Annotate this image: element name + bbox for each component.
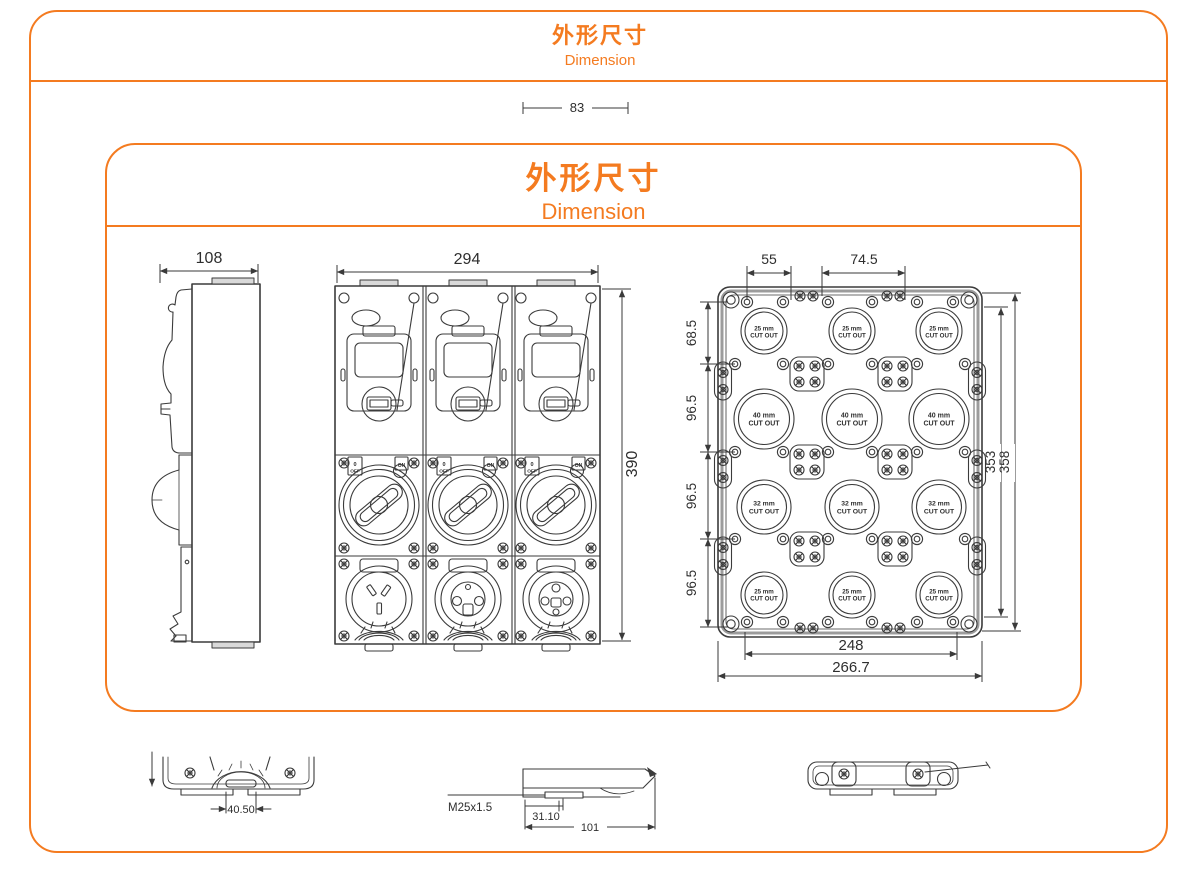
switch-0-label: 0	[442, 462, 445, 468]
dim-40-50-label: 40.50	[227, 804, 255, 816]
dim-248-label: 248	[838, 637, 863, 654]
cutout-label: CUT OUT	[925, 596, 953, 603]
cutout-size-label: 25 mm	[754, 326, 774, 333]
dim-front-width: 294	[336, 251, 599, 283]
panel-divider	[107, 225, 1080, 227]
dim-96-5-label: 96.5	[684, 395, 699, 421]
dim-side-depth: 108	[159, 250, 259, 283]
cutout-size-label: 32 mm	[928, 501, 950, 508]
dim-31-10-label: 31.10	[532, 811, 560, 823]
dimension-panel: 外形尺寸 Dimension	[105, 143, 1082, 712]
cutout-labels: 25 mm CUT OUT 25 mm CUT OUT 25 mm CUT OU…	[748, 326, 955, 603]
dim-108-label: 108	[196, 250, 223, 267]
outer-frame	[29, 10, 1168, 853]
dim-m25-label: M25x1.5	[448, 802, 492, 814]
page-title-en: Dimension	[564, 52, 636, 69]
dim-294-label: 294	[454, 251, 481, 268]
dim-96-5-label: 96.5	[684, 483, 699, 509]
cutout-label: CUT OUT	[925, 333, 953, 340]
dim-358-label: 358	[997, 451, 1012, 474]
dim-front-height: 390	[602, 288, 641, 642]
switch-off-label: OFF	[439, 469, 449, 475]
cutout-size-label: 25 mm	[929, 589, 949, 596]
switch-labels: 0 OFF ON 0 OFF ON 0 OFF ON	[350, 462, 582, 475]
dim-353-label: 353	[983, 451, 998, 474]
cutout-label: CUT OUT	[749, 509, 780, 516]
dim-lid-handle: 40.50	[210, 791, 272, 816]
cutout-label: CUT OUT	[836, 421, 868, 428]
dim-back-bottom: 248 266.7	[717, 632, 983, 682]
cutout-label: CUT OUT	[923, 421, 955, 428]
back-view: 25 mm CUT OUT 25 mm CUT OUT 25 mm CUT OU…	[715, 286, 986, 638]
detail-bottom-center: M25x1.5 31.10 101	[447, 767, 657, 834]
panel-title-en: Dimension	[541, 199, 646, 224]
dim-266-7-label: 266.7	[832, 659, 870, 676]
cutout-size-label: 32 mm	[753, 501, 775, 508]
cutout-label: CUT OUT	[838, 333, 866, 340]
cutout-size-label: 25 mm	[842, 326, 862, 333]
dim-390-label: 390	[624, 451, 641, 478]
switch-off-label: OFF	[527, 469, 537, 475]
cutout-size-label: 25 mm	[754, 589, 774, 596]
dim-back-right: 353 358	[982, 292, 1021, 632]
panel-title-zh: 外形尺寸	[525, 161, 662, 196]
cutout-size-label: 40 mm	[928, 413, 950, 420]
dim-back-left-chain: 68.5 96.5 96.5 96.5	[684, 301, 735, 628]
cutout-size-label: 40 mm	[841, 413, 863, 420]
switch-off-label: OFF	[350, 469, 360, 475]
cutout-label: CUT OUT	[750, 333, 778, 340]
dim-strip-width: 83	[522, 99, 629, 115]
dim-55-label: 55	[761, 251, 777, 267]
switch-on-label: ON	[398, 463, 406, 469]
front-view: 0 OFF ON 0 OFF ON 0 OFF ON	[334, 279, 601, 651]
top-banner: 外形尺寸 Dimension	[0, 18, 1200, 69]
switch-on-label: ON	[575, 463, 583, 469]
detail-bottom-left: 40.50	[148, 751, 315, 816]
switch-on-label: ON	[487, 463, 495, 469]
dim-96-5-label: 96.5	[684, 570, 699, 596]
switch-0-label: 0	[530, 462, 533, 468]
cutout-label: CUT OUT	[750, 596, 778, 603]
detail-bottom-right	[807, 761, 991, 796]
switch-0-label: 0	[353, 462, 356, 468]
dim-74-5-label: 74.5	[850, 251, 877, 267]
cutout-size-label: 25 mm	[929, 326, 949, 333]
socket-flat-pin	[366, 584, 392, 615]
socket-round-3p	[450, 581, 486, 617]
cutout-label: CUT OUT	[748, 421, 780, 428]
dim-gland: M25x1.5 31.10 101	[447, 777, 656, 834]
cutout-label: CUT OUT	[838, 596, 866, 603]
dim-68-5-label: 68.5	[684, 320, 699, 346]
dim-83-label: 83	[570, 100, 584, 115]
top-divider	[29, 80, 1166, 82]
dim-101-label: 101	[581, 822, 599, 834]
panel-banner: 外形尺寸 Dimension	[107, 153, 1080, 225]
cutout-size-label: 25 mm	[842, 589, 862, 596]
socket-round-4p	[538, 581, 574, 617]
page-title-zh: 外形尺寸	[551, 23, 648, 48]
dim-back-top: 55 74.5	[746, 251, 906, 300]
cutout-size-label: 32 mm	[841, 501, 863, 508]
cutout-label: CUT OUT	[924, 509, 955, 516]
side-view	[151, 277, 261, 649]
cutout-label: CUT OUT	[837, 509, 868, 516]
cutout-size-label: 40 mm	[753, 413, 775, 420]
